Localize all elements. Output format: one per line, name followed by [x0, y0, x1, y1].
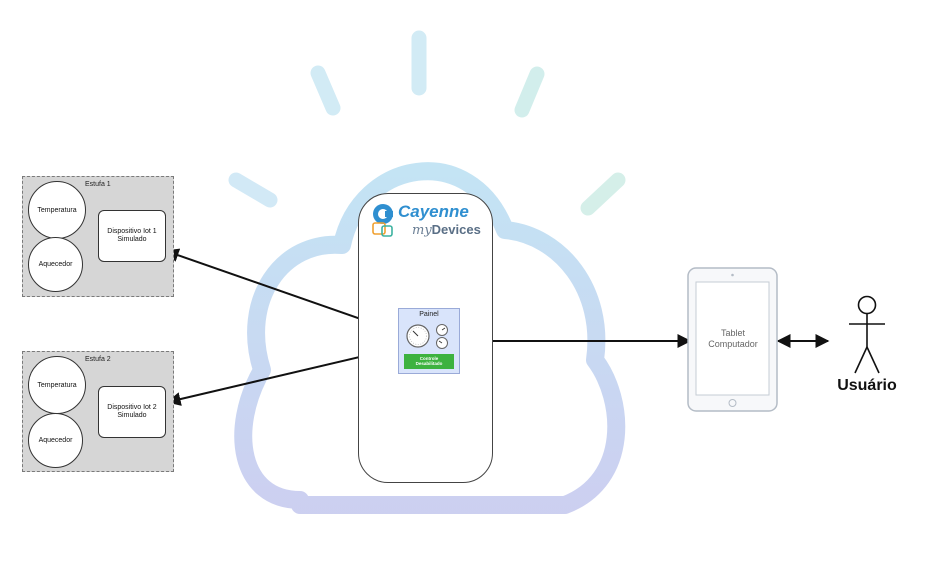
greenhouse-1-device-line1: Dispositivo Iot 1 [107, 227, 157, 235]
greenhouse-2-title: Estufa 2 [85, 356, 111, 363]
greenhouse-2-device: Dispositivo Iot 2 Simulado [98, 386, 166, 438]
panel-status-line1: Controle [419, 355, 439, 361]
greenhouse-2-actuator: Aquecedor [28, 413, 83, 468]
cayenne-brand-sub: myDevices [412, 222, 481, 238]
cayenne-brand-sub-main: Devices [431, 222, 481, 237]
greenhouse-1-sensor: Temperatura [28, 181, 86, 239]
tablet-icon [687, 267, 778, 412]
greenhouse-2-device-line2: Simulado [117, 412, 147, 419]
tablet-label: Tablet Computador [697, 328, 769, 351]
greenhouse-1-device-line2: Simulado [117, 236, 147, 243]
dashboard-panel[interactable]: Painel Controle Desabilitado [398, 308, 460, 374]
sun-rays-icon [228, 30, 626, 216]
greenhouse-1-title: Estufa 1 [85, 181, 111, 188]
greenhouse-1-device: Dispositivo Iot 1 Simulado [98, 210, 166, 262]
panel-status-line2: Desabilitado [415, 360, 443, 366]
greenhouse-1-actuator: Aquecedor [28, 237, 83, 292]
tablet-label-line1: Tablet [720, 328, 746, 338]
cayenne-brand-sub-prefix: my [412, 223, 432, 238]
greenhouse-2-sensor: Temperatura [28, 356, 86, 414]
panel-title: Painel [419, 311, 439, 318]
user-label: Usuário [837, 377, 897, 394]
stick-figure-icon [849, 295, 885, 374]
tablet-label-line2: Computador [708, 339, 758, 350]
greenhouse-2-device-line1: Dispositivo Iot 2 [107, 403, 157, 411]
cayenne-logo-icon [372, 204, 393, 237]
cayenne-brand: Cayenne [398, 202, 469, 221]
gauge-icon [406, 324, 448, 349]
panel-status-badge[interactable]: Controle Desabilitado [404, 354, 454, 369]
